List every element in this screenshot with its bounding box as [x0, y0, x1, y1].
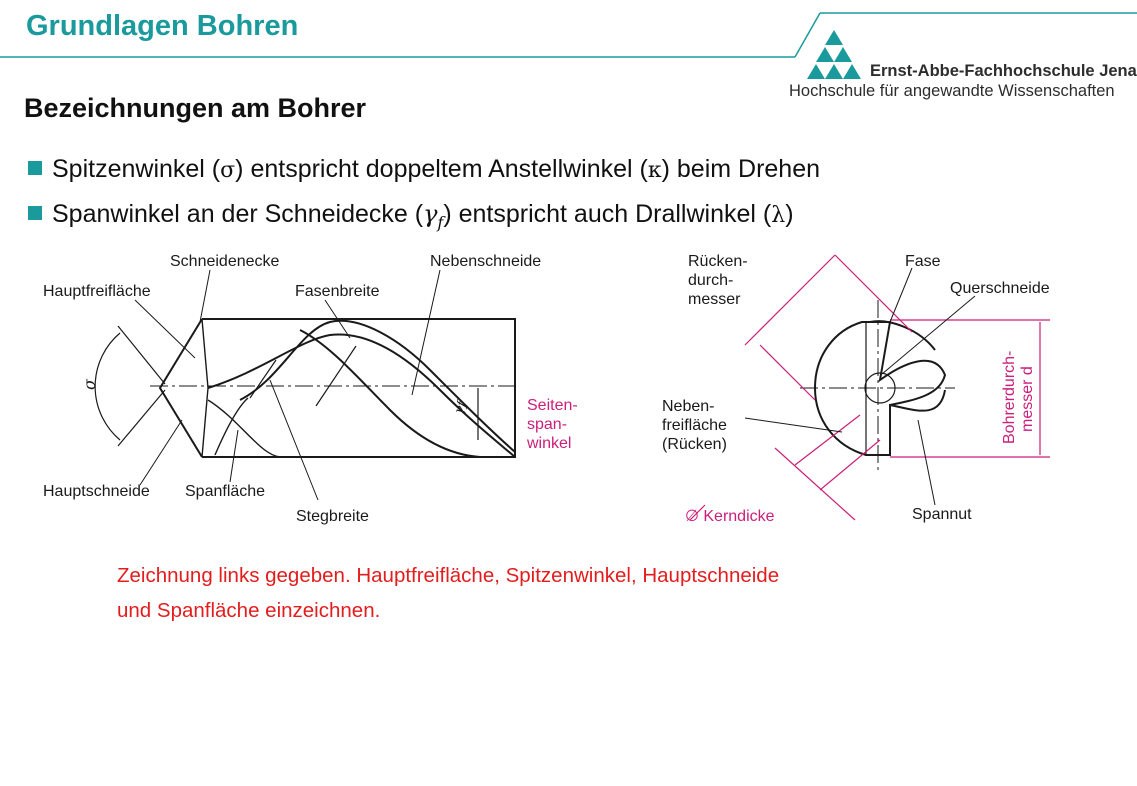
- label-ruecken-3: messer: [688, 291, 741, 308]
- label-fasenbreite: Fasenbreite: [295, 283, 380, 300]
- label-stegbreite: Stegbreite: [296, 508, 369, 525]
- label-bohrerdurchmesser-2: messer d: [1019, 366, 1036, 432]
- task-note-line: und Spanfläche einzeichnen.: [117, 599, 381, 622]
- bullet-text: ) entspricht doppeltem Anstellwinkel (: [235, 155, 648, 183]
- label-seitenspanwinkel-1: Seiten-: [527, 397, 578, 414]
- section-title: Bezeichnungen am Bohrer: [24, 93, 367, 123]
- gamma-symbol: γ: [423, 200, 438, 228]
- leader-lines-right: [744, 267, 976, 506]
- task-note-line: Zeichnung links gegeben. Hauptfreifläche…: [117, 564, 780, 587]
- magenta-dimensions: [689, 254, 1050, 521]
- label-kerndicke: ∅ Kerndicke: [685, 508, 775, 525]
- kappa-symbol: κ: [647, 158, 662, 183]
- dimension-arrows: [249, 345, 479, 440]
- drill-diagram: Schneidenecke Nebenschneide Hauptfreiflä…: [43, 253, 1050, 525]
- label-seitenspanwinkel-3: winkel: [526, 435, 571, 452]
- logo-subtitle: Hochschule für angewandte Wissenschaften: [789, 82, 1115, 100]
- label-schneidenecke: Schneidenecke: [170, 253, 280, 270]
- page-header-title: Grundlagen Bohren: [26, 10, 299, 42]
- label-nebenschneide: Nebenschneide: [430, 253, 541, 270]
- university-logo-icon: [807, 30, 861, 79]
- gamma-subscript: f: [437, 213, 444, 232]
- label-hauptfreiflaeche: Hauptfreifläche: [43, 283, 151, 300]
- bullet-text: ) entspricht auch Drallwinkel (: [443, 200, 772, 228]
- bullet-square-icon: [28, 161, 42, 175]
- label-bohrerdurchmesser-1: Bohrerdurch-: [1001, 351, 1018, 444]
- label-nebenfrei-1: Neben-: [662, 398, 714, 415]
- drill-side-view: [158, 318, 516, 458]
- label-hauptschneide: Hauptschneide: [43, 483, 150, 500]
- bullet-square-icon: [28, 206, 42, 220]
- task-note: Zeichnung links gegeben. Hauptfreifläche…: [117, 558, 779, 628]
- logo-name: Ernst-Abbe-Fachhochschule Jena: [870, 62, 1137, 80]
- bullet-text: ) beim Drehen: [661, 155, 821, 183]
- label-ruecken-2: durch-: [688, 272, 733, 289]
- label-ruecken-1: Rücken-: [688, 253, 748, 270]
- label-nebenfrei-3: (Rücken): [662, 436, 727, 453]
- label-spannut: Spannut: [912, 506, 972, 523]
- label-fase: Fase: [905, 253, 941, 270]
- bullet-text: Spitzenwinkel (: [52, 155, 221, 183]
- label-querschneide: Querschneide: [950, 280, 1050, 297]
- bullet-item: Spitzenwinkel (σ) entspricht doppeltem A…: [28, 155, 820, 184]
- label-seitenspanwinkel-2: span-: [527, 416, 567, 433]
- header-divider: [0, 12, 1137, 58]
- label-spanflaeche: Spanfläche: [185, 483, 265, 500]
- leader-lines: [134, 269, 441, 501]
- label-nebenfrei-2: freifläche: [662, 417, 727, 434]
- sigma-angle-arc: [94, 325, 166, 447]
- bullet-text: ): [785, 200, 794, 228]
- sigma-symbol: σ: [220, 158, 236, 183]
- bullet-text: Spanwinkel an der Schneidecke (: [52, 200, 424, 228]
- bullet-item: Spanwinkel an der Schneidecke (γf) entsp…: [28, 200, 794, 232]
- label-sigma: σ: [80, 378, 99, 390]
- lambda-symbol: λ: [771, 203, 786, 228]
